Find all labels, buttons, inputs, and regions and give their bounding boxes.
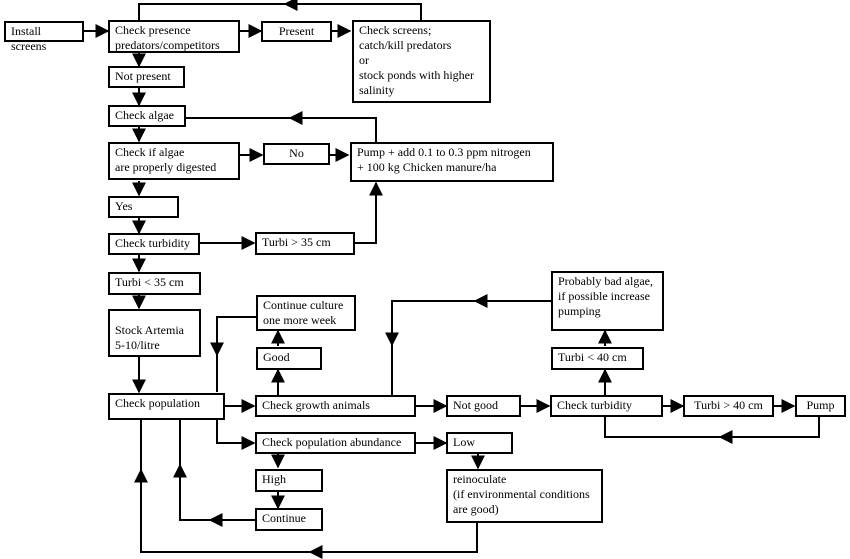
node-turbi-lt-35: Turbi < 35 cm (108, 272, 201, 295)
node-check-algae: Check algae (108, 105, 186, 127)
node-present: Present (261, 21, 332, 42)
edge-probably-bad-to-growth (391, 300, 554, 395)
node-not-present: Not present (108, 66, 185, 88)
edge-turbi-gt-35-to-pump-add (355, 181, 383, 244)
node-no: No (263, 143, 330, 165)
node-pump: Pump (795, 395, 846, 417)
node-check-abundance: Check population abundance (255, 432, 416, 454)
node-not-good: Not good (446, 395, 521, 417)
edge-continue-culture-to-population (216, 316, 256, 392)
node-stock-artemia: Stock Artemia 5-10/litre (108, 309, 201, 357)
node-reinoculate: reinoculate (if environmental conditions… (446, 469, 603, 523)
node-turbi-lt-40: Turbi < 40 cm (551, 347, 644, 370)
node-turbi-gt-35: Turbi > 35 cm (255, 232, 355, 255)
node-check-population: Check population (108, 393, 225, 420)
node-check-presence: Check presence predators/competitors (108, 20, 240, 53)
edge-continue-to-population (179, 420, 256, 521)
node-check-turbidity-2: Check turbidity (550, 395, 663, 417)
edge-check-screens-to-check-presence (138, 3, 422, 20)
node-low: Low (446, 432, 513, 454)
edge-pump-to-check-turbidity (604, 417, 820, 438)
node-continue-culture: Continue culture one more week (256, 295, 356, 331)
node-good: Good (256, 347, 322, 370)
node-check-growth: Check growth animals (255, 395, 416, 417)
node-yes: Yes (108, 196, 179, 218)
edge-pump-add-to-check-algae (186, 117, 377, 142)
node-check-screens: Check screens; catch/kill predators or s… (352, 20, 491, 103)
node-continue: Continue (255, 508, 323, 531)
node-turbi-gt-40: Turbi > 40 cm (683, 395, 774, 417)
node-check-digested: Check if algae are properly digested (108, 142, 240, 180)
node-high: High (255, 469, 323, 492)
edge-population-to-abundance (216, 420, 256, 450)
node-probably-bad-algae: Probably bad algae, if possible increase… (551, 271, 664, 331)
node-check-turbidity-1: Check turbidity (108, 233, 200, 255)
node-pump-add: Pump + add 0.1 to 0.3 ppm nitrogen + 100… (350, 142, 554, 182)
node-install-screens: Install screens (4, 21, 84, 53)
